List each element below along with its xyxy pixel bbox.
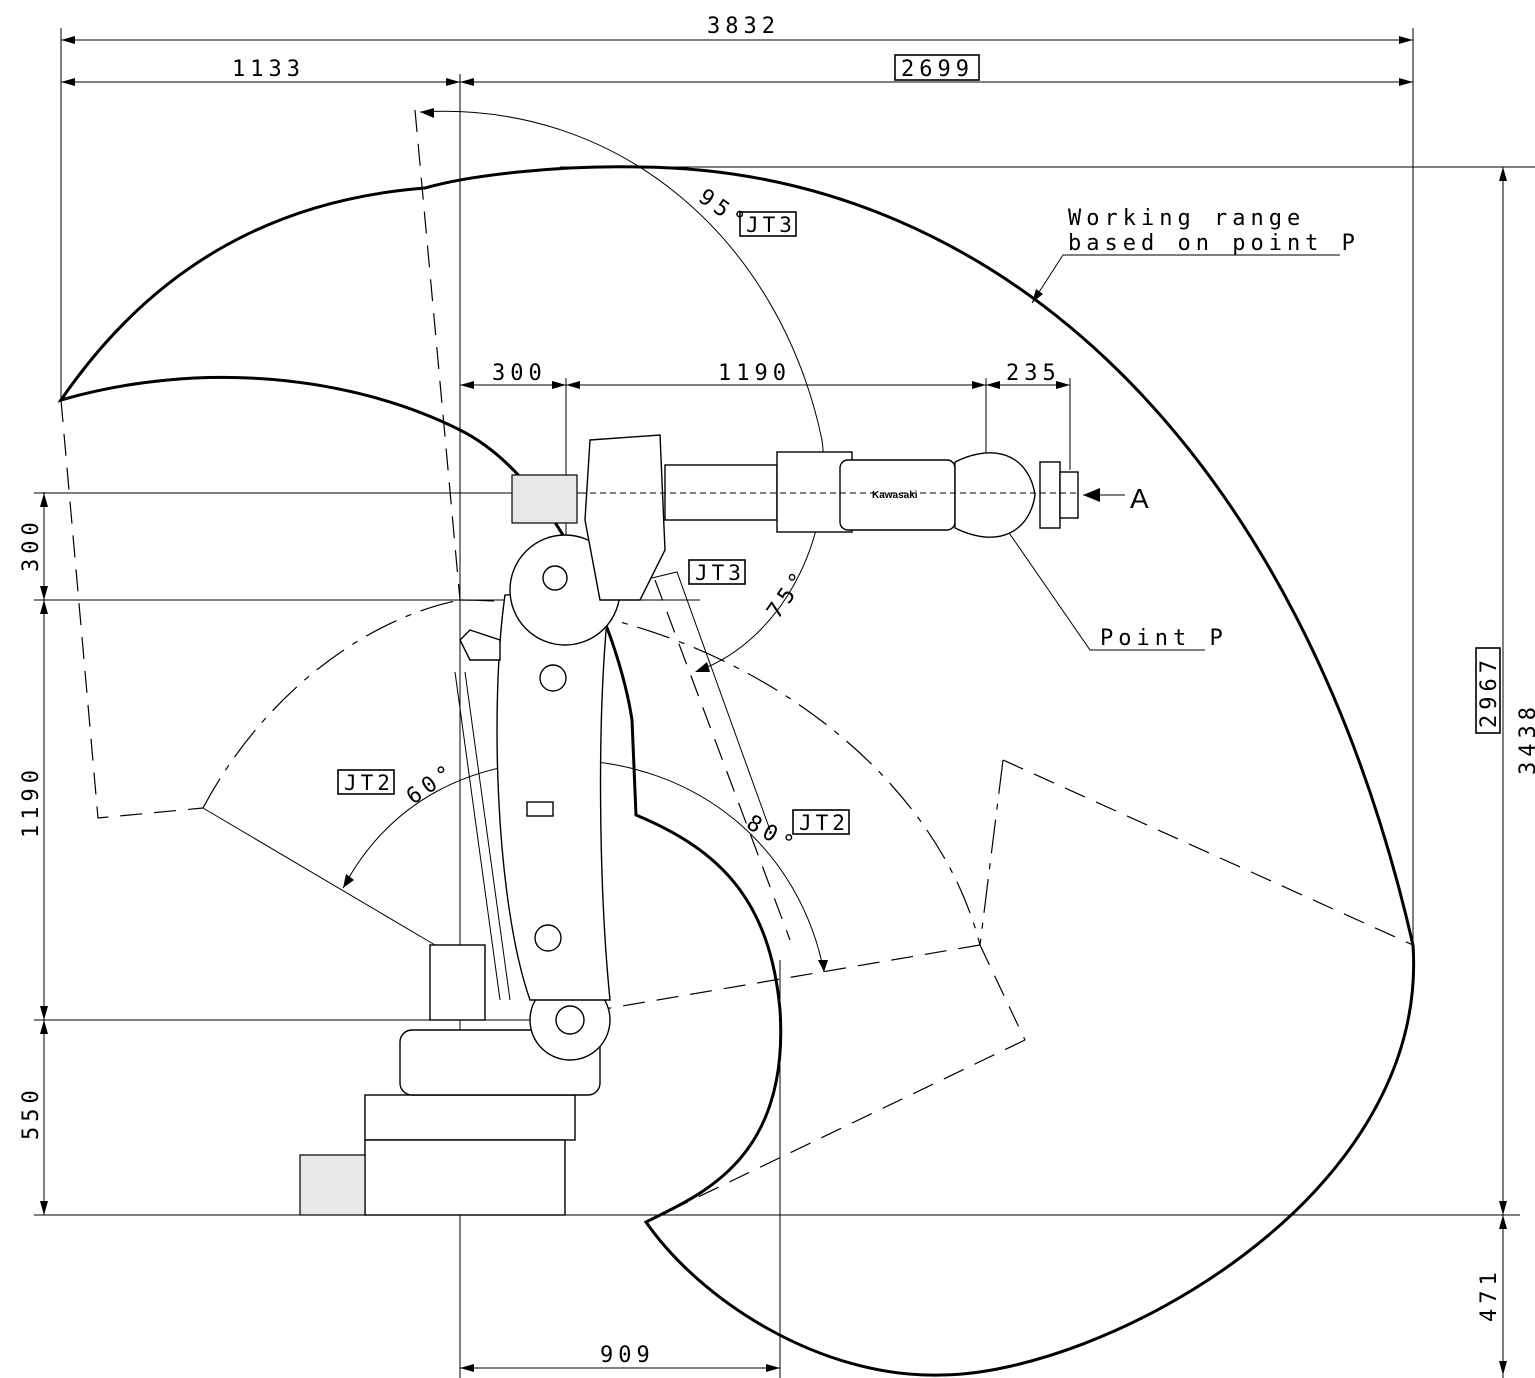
- jt2-left-label: JT2: [344, 771, 394, 795]
- robot-base-foot: [364, 1139, 566, 1216]
- motion-range-lines: [60, 108, 1414, 1223]
- jt2-left-angle: 60°: [402, 758, 461, 810]
- jt3-lower-angle: 75°: [762, 564, 814, 623]
- dim-front-reach-box: [894, 54, 980, 81]
- jt3-upper-box: [739, 211, 797, 237]
- jt2-right-box: [792, 809, 850, 835]
- jt3-upper-label: JT3: [746, 213, 796, 237]
- robot-base-plate: [364, 1094, 576, 1141]
- robot-flange: [1039, 461, 1061, 529]
- robot-body: Kawasaki: [299, 434, 1080, 1216]
- dim-front-reach: 2699: [901, 57, 974, 82]
- dim-arm-length: 1190: [718, 361, 791, 386]
- dim-top-height-box: [1475, 647, 1501, 734]
- jt3-lower-label: JT3: [695, 561, 745, 585]
- working-range-label-2: based on point P: [1068, 231, 1360, 256]
- dim-top-height: 2967: [1477, 655, 1502, 728]
- dim-overall-width: 3832: [707, 14, 780, 39]
- jt2-right-label: JT2: [799, 811, 849, 835]
- dim-rear-reach: 1133: [232, 57, 305, 82]
- view-a-label: A: [1130, 483, 1154, 514]
- dim-wrist-length: 235: [1006, 361, 1061, 386]
- robot-motor-jt1: [429, 944, 486, 1021]
- robot-wrist: [954, 452, 1036, 538]
- point-p-label: Point P: [1100, 626, 1228, 651]
- working-range-envelope: [57, 165, 1416, 1377]
- robot-base-box: [299, 1154, 366, 1216]
- dim-front-clearance: 909: [600, 1343, 655, 1368]
- dimension-labels: 3832 1133 2699 300 1190 235 909 300 1190…: [19, 14, 1535, 1368]
- dim-arm-offset: 300: [492, 361, 547, 386]
- working-range-label-1: Working range: [1068, 206, 1305, 231]
- dim-height-base: 550: [19, 1085, 44, 1140]
- robot-motor-jt3: [511, 474, 578, 524]
- dim-height-upper: 300: [19, 517, 44, 572]
- jt3-upper-angle: 95°: [694, 184, 753, 236]
- dim-below-floor: 471: [1477, 1267, 1502, 1322]
- annotations: Working range based on point P Point P A: [1068, 206, 1360, 651]
- kawasaki-logo: Kawasaki: [872, 490, 918, 501]
- robot-upper-arm: [584, 434, 666, 601]
- jt3-lower-box: [688, 559, 746, 585]
- dim-height-middle: 1190: [19, 765, 44, 838]
- dim-total-height: 3438: [1516, 702, 1535, 775]
- robot-lower-arm: [496, 589, 611, 1001]
- jt2-left-box: [337, 769, 395, 795]
